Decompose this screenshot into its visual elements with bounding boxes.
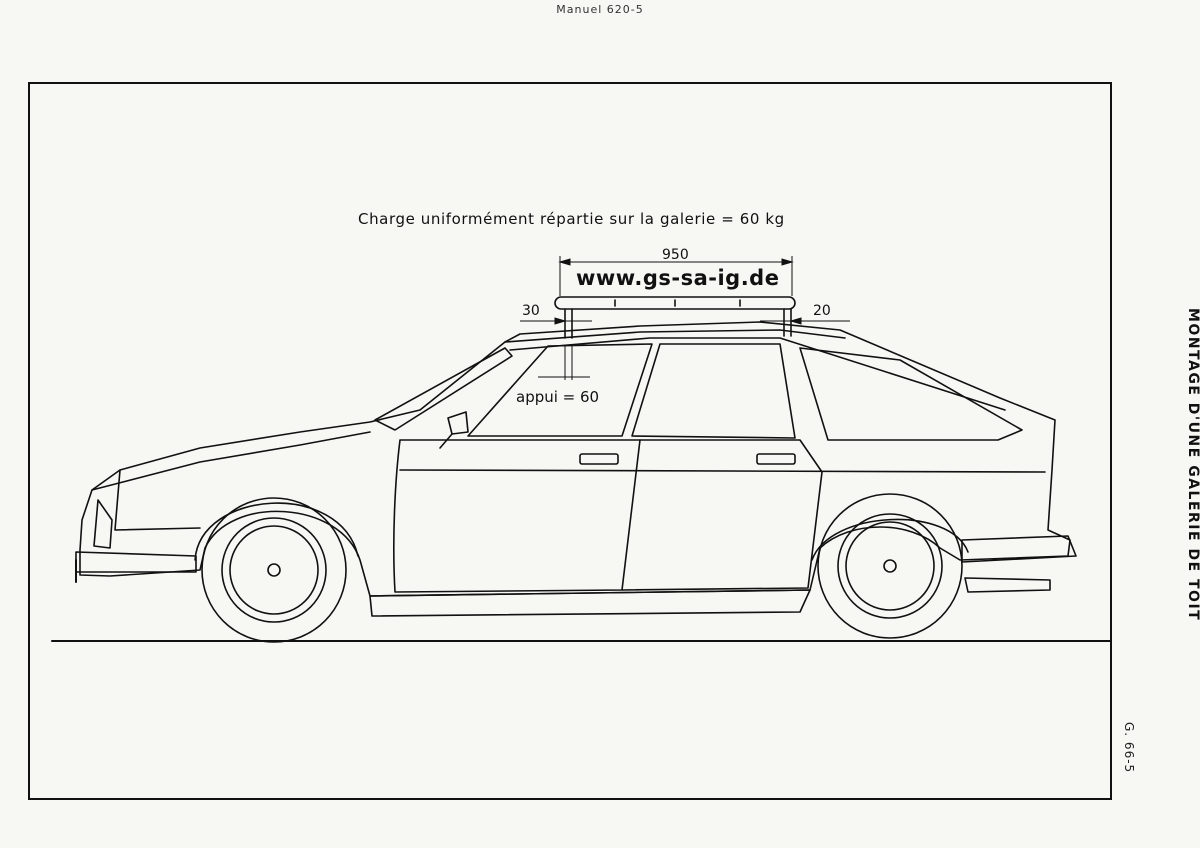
- side-mirror: [447, 411, 469, 435]
- front-door: [393, 439, 641, 593]
- dimension-front-offset: 30: [522, 303, 540, 319]
- drawing-frame: [28, 82, 1112, 800]
- support-label: appui = 60: [516, 388, 600, 406]
- dimension-rack-length: 950: [662, 247, 689, 263]
- rear-door: [621, 439, 823, 591]
- windshield: [374, 347, 513, 431]
- front-window: [467, 343, 653, 437]
- watermark-url: www.gs-sa-ig.de: [576, 266, 780, 290]
- side-title: MONTAGE D'UNE GALERIE DE TOIT: [1185, 308, 1200, 622]
- dimension-rear-offset: 20: [813, 303, 831, 319]
- rear-bumper: [961, 535, 1077, 563]
- side-sill: [369, 589, 811, 617]
- roof-rack: [554, 296, 796, 339]
- page-code: G. 66-5: [1122, 722, 1136, 774]
- rear-window: [631, 343, 796, 439]
- front-wheel: [201, 497, 347, 643]
- dimension-lines: [520, 256, 850, 380]
- front-door-handle: [579, 453, 619, 465]
- manual-header: Manuel 620-5: [556, 3, 644, 16]
- load-caption: Charge uniformément répartie sur la gale…: [358, 210, 785, 228]
- rear-door-handle: [756, 453, 796, 465]
- rear-wheel: [817, 493, 963, 639]
- front-bumper: [75, 551, 197, 573]
- hood-line: [91, 431, 371, 491]
- quarter-window: [799, 347, 1023, 441]
- car-body-outline: [79, 321, 1071, 597]
